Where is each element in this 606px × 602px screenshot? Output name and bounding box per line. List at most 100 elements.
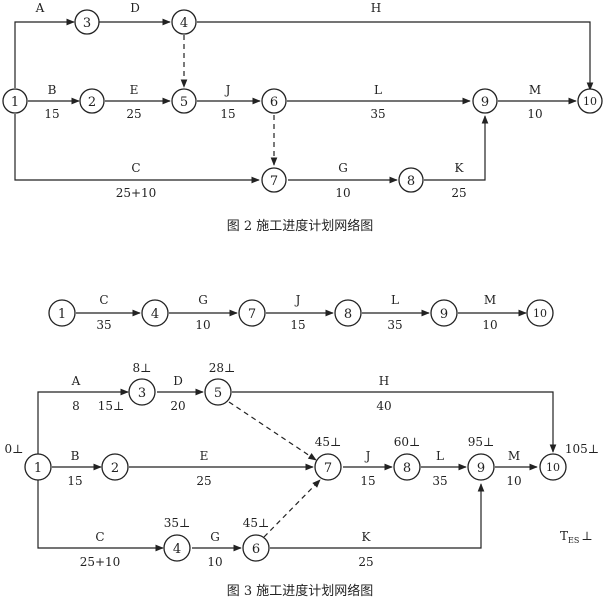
fig2-label-j: J <box>224 83 231 97</box>
fig2-dur-k: 25 <box>451 186 466 200</box>
fig2-label-l: L <box>374 83 382 97</box>
cp-label-c: C <box>99 293 108 307</box>
fig3-node-9: 9 <box>467 453 495 481</box>
fig3-legend-sub: ES <box>568 536 579 545</box>
fig3-label-j: J <box>364 449 371 463</box>
cp-label-j: J <box>294 293 301 307</box>
cp-node-9: 9 <box>430 299 458 327</box>
fig3-dur-a: 8 <box>72 399 80 413</box>
fig2-dur-m: 10 <box>527 107 542 121</box>
fig3-legend-t: T <box>560 529 568 543</box>
fig3-legend: TES⊥ <box>560 529 593 545</box>
svg-text:9: 9 <box>440 307 448 322</box>
svg-text:8: 8 <box>403 461 411 476</box>
fig2-arrow-h <box>197 21 594 91</box>
fig3-time-n9: 95⊥ <box>468 435 495 449</box>
svg-text:3: 3 <box>83 16 91 31</box>
cp-label-m: M <box>484 293 496 307</box>
fig2-node-7: 7 <box>261 167 287 193</box>
cp-dur-g: 10 <box>195 318 210 332</box>
fig2-node-1: 1 <box>2 88 28 114</box>
cp-node-8: 8 <box>334 299 362 327</box>
fig3-label-h: H <box>379 374 389 388</box>
cp-dur-j: 15 <box>290 318 305 332</box>
fig3-label-c: C <box>95 530 104 544</box>
fig3-dur-e: 25 <box>196 474 211 488</box>
svg-text:7: 7 <box>248 307 256 322</box>
fig3-node-6: 6 <box>242 534 270 562</box>
fig3-time-n6: 45⊥ <box>243 516 270 530</box>
fig2-label-c: C <box>131 161 140 175</box>
fig2-label-k: K <box>455 161 465 175</box>
cp-label-l: L <box>391 293 399 307</box>
fig3-arrow-a <box>37 388 129 455</box>
cp-node-4: 4 <box>141 299 169 327</box>
svg-text:9: 9 <box>477 461 485 476</box>
svg-text:4: 4 <box>151 307 159 322</box>
fig3-dummy-5-7 <box>228 401 317 461</box>
fig3-arrow-h <box>232 391 557 453</box>
fig2-node-2: 2 <box>79 88 105 114</box>
figure-3: 1 2 3 4 5 6 7 8 9 10 0⊥ 8⊥ 15⊥ 28⊥ 35⊥ 4… <box>5 361 600 599</box>
svg-text:3: 3 <box>138 386 146 401</box>
fig3-label-m: M <box>508 449 520 463</box>
fig3-label-b: B <box>71 449 80 463</box>
fig3-dur-l: 35 <box>432 474 447 488</box>
fig3-time-n8: 60⊥ <box>394 435 421 449</box>
fig2-label-e: E <box>130 83 139 97</box>
fig3-dur-j: 15 <box>360 474 375 488</box>
fig2-node-8: 8 <box>398 167 424 193</box>
fig2-dur-c: 25+10 <box>116 186 157 200</box>
fig2-node-5: 5 <box>171 88 197 114</box>
fig3-dur-g: 10 <box>207 555 222 569</box>
svg-text:6: 6 <box>252 542 260 557</box>
fig3-node-10: 10 <box>539 453 567 481</box>
fig2-node-9: 9 <box>472 88 498 114</box>
fig2-label-d: D <box>130 1 140 15</box>
fig3-time-n7: 45⊥ <box>315 435 342 449</box>
fig3-node-7: 7 <box>314 453 342 481</box>
fig2-dur-j: 15 <box>220 107 235 121</box>
svg-text:7: 7 <box>324 461 332 476</box>
fig2-node-10: 10 <box>577 88 603 114</box>
svg-text:1: 1 <box>34 461 42 476</box>
svg-text:2: 2 <box>88 95 96 110</box>
figure-2: 1 2 3 4 5 6 7 8 9 10 A D H B 15 E 25 J 1… <box>2 1 603 234</box>
svg-text:6: 6 <box>270 95 278 110</box>
fig3-dur-d: 20 <box>170 399 185 413</box>
cp-node-10: 10 <box>526 299 554 327</box>
fig2-arrow-k <box>424 115 489 181</box>
fig3-dur-m: 10 <box>506 474 521 488</box>
cp-node-7: 7 <box>238 299 266 327</box>
fig3-label-a: A <box>71 374 81 388</box>
svg-text:5: 5 <box>180 95 188 110</box>
svg-text:10: 10 <box>583 95 597 108</box>
svg-text:10: 10 <box>546 461 560 474</box>
fig2-label-h: H <box>371 1 381 15</box>
fig2-label-a: A <box>35 1 45 15</box>
fig2-label-g: G <box>338 161 348 175</box>
fig3-time-n3b: 15⊥ <box>98 399 125 413</box>
svg-text:10: 10 <box>533 307 547 320</box>
fig3-time-n3: 8⊥ <box>133 361 152 375</box>
fig2-dur-e: 25 <box>126 107 141 121</box>
fig3-label-l: L <box>436 449 444 463</box>
svg-text:4: 4 <box>180 16 188 31</box>
cp-dur-l: 35 <box>387 318 402 332</box>
svg-text:1: 1 <box>11 95 19 110</box>
fig2-dur-b: 15 <box>44 107 59 121</box>
fig3-label-k: K <box>362 530 372 544</box>
fig3-caption: 图 3 施工进度计划网络图 <box>227 583 374 599</box>
svg-text:9: 9 <box>481 95 489 110</box>
fig2-caption: 图 2 施工进度计划网络图 <box>227 218 374 234</box>
fig3-time-n5: 28⊥ <box>209 361 236 375</box>
fig3-legend-mark: ⊥ <box>581 529 592 543</box>
fig3-dummy-6-7 <box>263 479 321 538</box>
fig3-dur-k: 25 <box>358 555 373 569</box>
cp-node-1: 1 <box>48 299 76 327</box>
fig3-label-g: G <box>210 530 220 544</box>
fig3-node-5: 5 <box>204 378 232 406</box>
fig2-node-6: 6 <box>261 88 287 114</box>
fig3-arrow-c <box>37 480 164 552</box>
